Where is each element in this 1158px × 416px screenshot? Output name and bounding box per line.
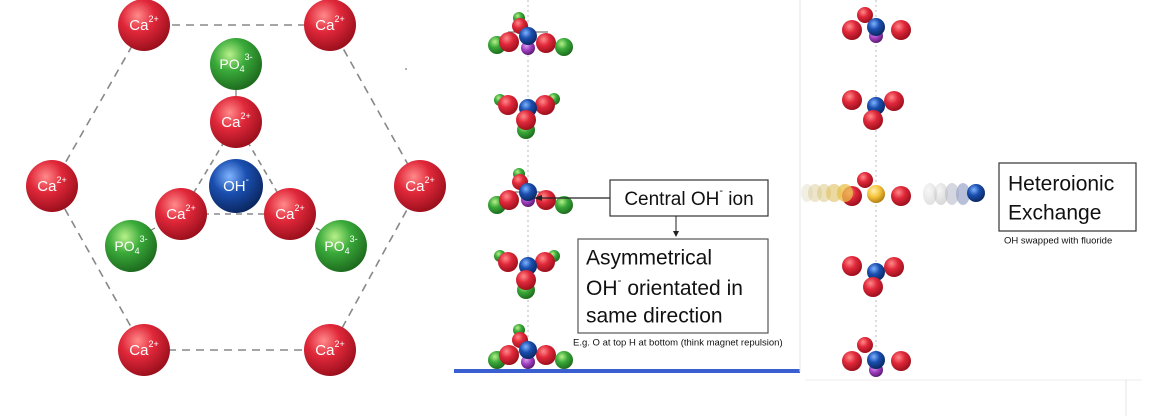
exchange-line-1: Heteroionic	[1008, 173, 1114, 196]
ca-ion: Ca2+	[304, 324, 356, 376]
po4-ion: PO43-	[315, 220, 367, 272]
ca-ion: Ca2+	[264, 188, 316, 240]
central-oh-callout: Central OH- ion	[609, 179, 769, 217]
svg-text:Ca2+: Ca2+	[221, 111, 250, 131]
svg-text:Ca2+: Ca2+	[315, 339, 344, 359]
arrow-head	[534, 195, 542, 201]
ca-ion: Ca2+	[155, 188, 207, 240]
svg-text:OH-: OH-	[223, 175, 249, 195]
accent-bar	[454, 369, 800, 373]
ca-ion: Ca2+	[210, 96, 262, 148]
svg-text:Ca2+: Ca2+	[129, 14, 158, 34]
svg-text:PO43-: PO43-	[219, 52, 252, 74]
ca-ion: Ca2+	[118, 0, 170, 51]
svg-text:Ca2+: Ca2+	[275, 203, 304, 223]
ca-ion: Ca2+	[118, 324, 170, 376]
ion-cluster	[488, 168, 573, 214]
ca-ion: Ca2+	[304, 0, 356, 51]
asym-line-3: same direction	[586, 305, 723, 328]
asymmetry-callout: Asymmetrical OH- orientated in same dire…	[577, 238, 769, 334]
svg-text:Ca2+: Ca2+	[166, 203, 195, 223]
svg-text:Central OH- ion: Central OH- ion	[624, 185, 753, 210]
svg-text:PO43-: PO43-	[114, 234, 147, 256]
svg-text:PO43-: PO43-	[324, 234, 357, 256]
svg-text:Ca2+: Ca2+	[315, 14, 344, 34]
ca-ion: Ca2+	[26, 160, 78, 212]
svg-text:Ca2+: Ca2+	[405, 175, 434, 195]
hexagon-frame	[51, 24, 421, 351]
asym-line-2: OH- orientated in	[586, 273, 743, 300]
asym-line-1: Asymmetrical	[586, 247, 712, 270]
stray-mark	[405, 68, 407, 70]
ion-cluster	[842, 172, 911, 206]
hydroxide-motion-trail	[923, 183, 985, 205]
ion-cluster	[842, 7, 911, 43]
svg-text:Ca2+: Ca2+	[37, 175, 66, 195]
oh-ion: OH-	[209, 159, 263, 213]
ion-cluster	[488, 12, 573, 56]
svg-text:Ca2+: Ca2+	[129, 339, 158, 359]
ion-cluster	[488, 324, 573, 369]
exchange-note: OH swapped with fluoride	[1004, 236, 1112, 247]
exchange-callout: Heteroionic Exchange	[998, 162, 1137, 232]
po4-ion: PO43-	[210, 38, 262, 90]
ca-ion: Ca2+	[394, 160, 446, 212]
ion-cluster	[842, 256, 904, 297]
ion-cluster	[494, 93, 560, 139]
po4-ion: PO43-	[105, 220, 157, 272]
exchange-line-2: Exchange	[1008, 202, 1101, 225]
fluoride-motion-trail	[801, 184, 853, 202]
arrow-head	[673, 231, 679, 237]
example-note: E.g. O at top H at bottom (think magnet …	[573, 338, 783, 349]
ion-cluster	[842, 90, 904, 130]
ion-cluster	[494, 250, 560, 299]
ion-cluster	[842, 337, 911, 377]
